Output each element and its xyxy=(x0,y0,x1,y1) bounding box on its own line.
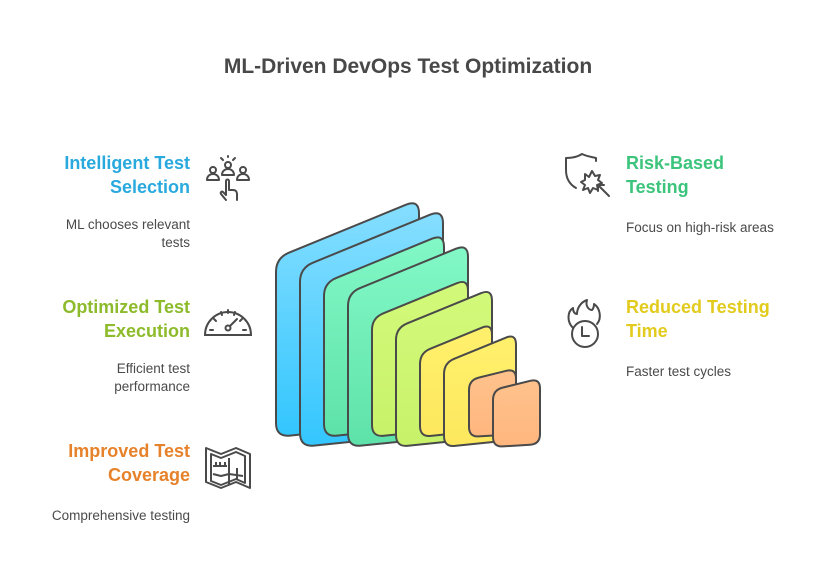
risk-based-testing-desc: Focus on high-risk areas xyxy=(626,220,774,235)
optimized-test-execution-heading: Optimized Test Execution xyxy=(62,295,190,343)
heading-line: Intelligent Test xyxy=(64,153,190,173)
reduced-testing-time-heading: Reduced Testing Time xyxy=(626,295,770,343)
shield-burst-icon xyxy=(565,153,610,197)
heading-line: Optimized Test xyxy=(62,297,190,317)
speedometer-icon xyxy=(203,309,253,336)
intelligent-test-selection-heading: Intelligent Test Selection xyxy=(64,151,190,199)
heading-line: Improved Test xyxy=(68,441,190,461)
improved-test-coverage-heading: Improved Test Coverage xyxy=(68,439,190,487)
heading-line: Reduced Testing xyxy=(626,297,770,317)
heading-line: Execution xyxy=(103,321,190,341)
reduced-testing-time-desc: Faster test cycles xyxy=(626,364,732,379)
desc-line: Efficient test xyxy=(116,361,190,376)
map-icon xyxy=(205,447,251,489)
risk-based-testing-heading: Risk-Based Testing xyxy=(626,151,724,199)
page-title: ML-Driven DevOps Test Optimization xyxy=(223,55,593,78)
desc-line: tests xyxy=(161,235,190,250)
heading-line: Testing xyxy=(626,177,689,197)
improved-test-coverage-desc: Comprehensive testing xyxy=(52,507,190,525)
desc-line: ML chooses relevant xyxy=(65,217,190,232)
heading-line: Coverage xyxy=(107,465,190,485)
desc-line: Comprehensive testing xyxy=(51,508,190,523)
burning-clock-icon xyxy=(567,299,601,348)
heading-line: Selection xyxy=(109,177,190,197)
people-pointer-icon xyxy=(206,155,250,201)
layer-5-front-face xyxy=(492,379,541,448)
heading-line: Risk-Based xyxy=(626,153,725,173)
intelligent-test-selection-desc: ML chooses relevant tests xyxy=(66,216,190,252)
optimized-test-execution-desc: Efficient test performance xyxy=(114,360,190,396)
heading-line: Time xyxy=(626,321,668,341)
desc-line: performance xyxy=(114,379,190,394)
